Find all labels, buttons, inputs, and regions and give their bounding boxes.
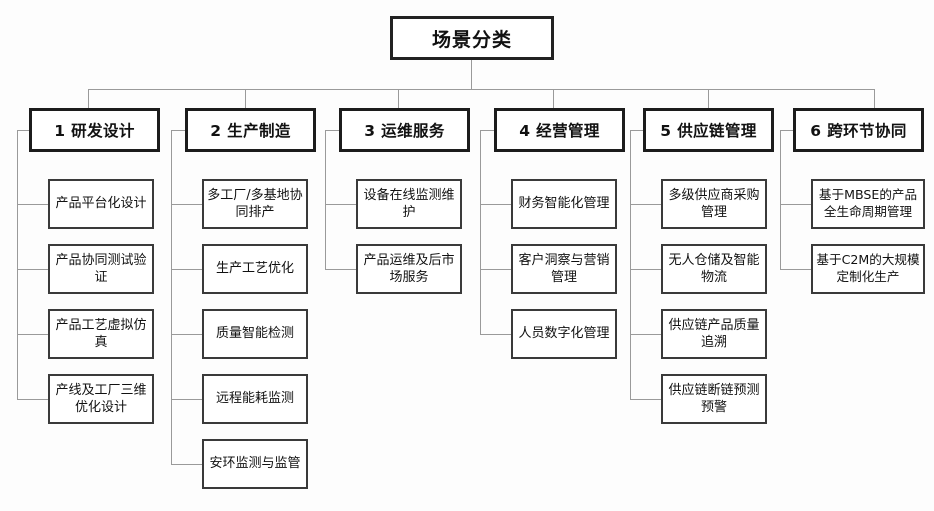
leaf-4-3-label: 人员数字化管理 bbox=[518, 326, 610, 342]
connector-stub-3-2 bbox=[325, 269, 357, 270]
connector-spine-col-2 bbox=[171, 130, 172, 465]
leaf-5-4[interactable]: 供应链断链预测预警 bbox=[661, 374, 767, 424]
column-header-1-label: 1 研发设计 bbox=[54, 122, 135, 140]
leaf-1-3-label: 产品工艺虚拟仿真 bbox=[55, 317, 147, 350]
leaf-4-2[interactable]: 客户洞察与营销管理 bbox=[511, 244, 617, 294]
connector-stub-6-2 bbox=[780, 269, 812, 270]
connector-stub-4-2 bbox=[480, 269, 512, 270]
connector-stub-5-3 bbox=[630, 334, 662, 335]
leaf-5-2-label: 无人仓储及智能物流 bbox=[668, 252, 760, 285]
connector-drop-col-4 bbox=[553, 89, 554, 108]
column-header-2[interactable]: 2 生产制造 bbox=[185, 108, 316, 152]
leaf-5-1-label: 多级供应商采购管理 bbox=[668, 187, 760, 220]
column-header-6[interactable]: 6 跨环节协同 bbox=[793, 108, 924, 152]
connector-stub-col-4-header bbox=[480, 130, 496, 131]
leaf-1-2[interactable]: 产品协同测试验证 bbox=[48, 244, 154, 294]
column-header-2-label: 2 生产制造 bbox=[210, 122, 291, 140]
connector-stub-5-1 bbox=[630, 204, 662, 205]
connector-spine-col-4 bbox=[480, 130, 481, 335]
connector-stub-2-4 bbox=[171, 399, 203, 400]
leaf-4-1-label: 财务智能化管理 bbox=[518, 196, 610, 212]
connector-stub-col-2-header bbox=[171, 130, 187, 131]
leaf-3-1-label: 设备在线监测维护 bbox=[363, 187, 455, 220]
connector-stub-4-3 bbox=[480, 334, 512, 335]
leaf-5-4-label: 供应链断链预测预警 bbox=[668, 382, 760, 415]
leaf-2-3-label: 质量智能检测 bbox=[215, 326, 294, 342]
leaf-2-4-label: 远程能耗监测 bbox=[215, 391, 294, 407]
connector-stub-2-1 bbox=[171, 204, 203, 205]
connector-stub-5-4 bbox=[630, 399, 662, 400]
leaf-1-4-label: 产线及工厂三维优化设计 bbox=[55, 382, 147, 415]
column-header-6-label: 6 跨环节协同 bbox=[810, 122, 907, 140]
connector-spine-col-1 bbox=[17, 130, 18, 400]
connector-stub-col-5-header bbox=[630, 130, 645, 131]
leaf-1-1[interactable]: 产品平台化设计 bbox=[48, 179, 154, 229]
root-node-label: 场景分类 bbox=[431, 28, 512, 51]
column-header-4-label: 4 经营管理 bbox=[519, 122, 600, 140]
leaf-4-3[interactable]: 人员数字化管理 bbox=[511, 309, 617, 359]
leaf-2-1-label: 多工厂/多基地协同排产 bbox=[207, 187, 303, 220]
connector-stub-col-6-header bbox=[780, 130, 795, 131]
connector-stub-2-5 bbox=[171, 464, 203, 465]
connector-spine-col-6 bbox=[780, 130, 781, 270]
leaf-3-2-label: 产品运维及后市场服务 bbox=[363, 252, 455, 285]
leaf-1-3[interactable]: 产品工艺虚拟仿真 bbox=[48, 309, 154, 359]
connector-stub-2-3 bbox=[171, 334, 203, 335]
leaf-6-2[interactable]: 基于C2M的大规模定制化生产 bbox=[811, 244, 925, 294]
connector-drop-col-3 bbox=[398, 89, 399, 108]
leaf-2-5-label: 安环监测与监管 bbox=[209, 456, 301, 472]
connector-drop-col-2 bbox=[245, 89, 246, 108]
leaf-2-2-label: 生产工艺优化 bbox=[215, 261, 294, 277]
leaf-3-1[interactable]: 设备在线监测维护 bbox=[356, 179, 462, 229]
leaf-2-5[interactable]: 安环监测与监管 bbox=[202, 439, 308, 489]
column-header-1[interactable]: 1 研发设计 bbox=[29, 108, 160, 152]
leaf-3-2[interactable]: 产品运维及后市场服务 bbox=[356, 244, 462, 294]
leaf-4-2-label: 客户洞察与营销管理 bbox=[518, 252, 610, 285]
leaf-6-1-label: 基于MBSE的产品全生命周期管理 bbox=[818, 187, 918, 219]
connector-stub-3-1 bbox=[325, 204, 357, 205]
column-header-3[interactable]: 3 运维服务 bbox=[339, 108, 470, 152]
column-header-4[interactable]: 4 经营管理 bbox=[494, 108, 625, 152]
leaf-2-3[interactable]: 质量智能检测 bbox=[202, 309, 308, 359]
leaf-5-3-label: 供应链产品质量追溯 bbox=[668, 317, 760, 350]
connector-horizontal-bus bbox=[88, 89, 874, 90]
connector-drop-col-6 bbox=[874, 89, 875, 108]
leaf-4-1[interactable]: 财务智能化管理 bbox=[511, 179, 617, 229]
leaf-5-1[interactable]: 多级供应商采购管理 bbox=[661, 179, 767, 229]
leaf-6-1[interactable]: 基于MBSE的产品全生命周期管理 bbox=[811, 179, 925, 229]
leaf-2-1[interactable]: 多工厂/多基地协同排产 bbox=[202, 179, 308, 229]
connector-spine-col-5 bbox=[630, 130, 631, 400]
connector-drop-col-5 bbox=[708, 89, 709, 108]
leaf-2-2[interactable]: 生产工艺优化 bbox=[202, 244, 308, 294]
connector-stub-6-1 bbox=[780, 204, 812, 205]
root-node-scenario-classification[interactable]: 场景分类 bbox=[390, 16, 554, 60]
connector-stub-2-2 bbox=[171, 269, 203, 270]
connector-stub-5-2 bbox=[630, 269, 662, 270]
connector-spine-col-3 bbox=[325, 130, 326, 270]
connector-stub-1-4 bbox=[17, 399, 49, 400]
leaf-1-2-label: 产品协同测试验证 bbox=[55, 252, 147, 285]
column-header-3-label: 3 运维服务 bbox=[364, 122, 445, 140]
connector-stub-1-3 bbox=[17, 334, 49, 335]
leaf-2-4[interactable]: 远程能耗监测 bbox=[202, 374, 308, 424]
leaf-5-3[interactable]: 供应链产品质量追溯 bbox=[661, 309, 767, 359]
leaf-6-2-label: 基于C2M的大规模定制化生产 bbox=[816, 252, 920, 284]
connector-stub-1-2 bbox=[17, 269, 49, 270]
leaf-1-1-label: 产品平台化设计 bbox=[55, 196, 147, 212]
column-header-5-label: 5 供应链管理 bbox=[660, 122, 757, 140]
connector-stub-col-1-header bbox=[17, 130, 31, 131]
connector-stub-1-1 bbox=[17, 204, 49, 205]
connector-root-trunk bbox=[471, 60, 472, 89]
connector-stub-4-1 bbox=[480, 204, 512, 205]
connector-drop-col-1 bbox=[88, 89, 89, 108]
column-header-5[interactable]: 5 供应链管理 bbox=[643, 108, 774, 152]
connector-stub-col-3-header bbox=[325, 130, 341, 131]
leaf-1-4[interactable]: 产线及工厂三维优化设计 bbox=[48, 374, 154, 424]
leaf-5-2[interactable]: 无人仓储及智能物流 bbox=[661, 244, 767, 294]
